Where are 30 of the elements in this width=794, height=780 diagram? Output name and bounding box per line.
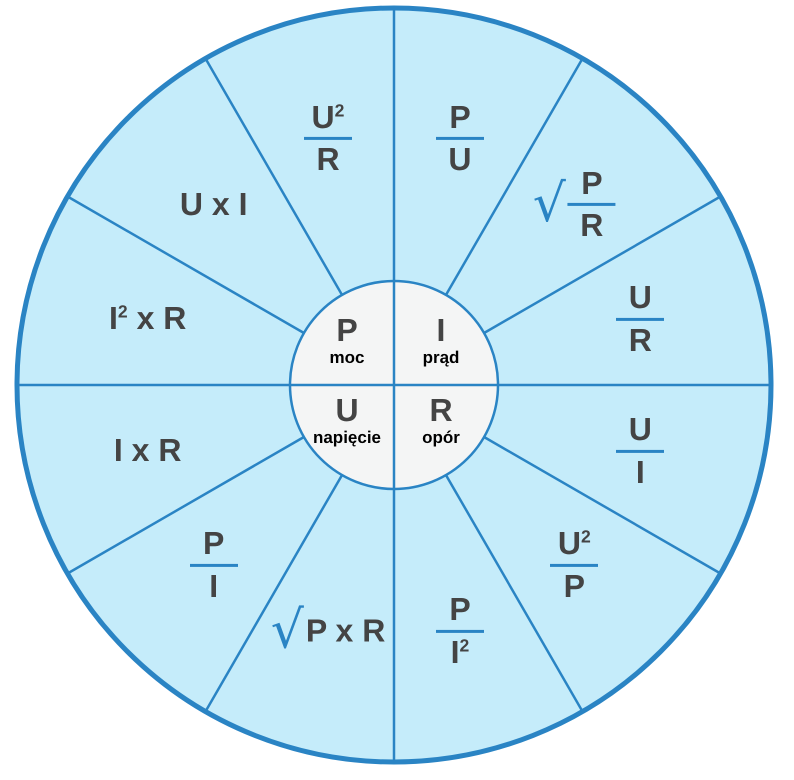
formula-denominator: P: [564, 570, 585, 604]
formula: P x R: [306, 614, 386, 648]
formula: U x I: [180, 188, 248, 222]
radical-sign: √: [532, 177, 566, 232]
quantity-symbol: I: [436, 313, 446, 348]
formula-numerator: P: [449, 100, 471, 134]
formula-denominator: I$^{2}$: [450, 636, 470, 670]
quantity-name: moc: [330, 348, 364, 368]
quantity-name: opór: [422, 428, 460, 448]
formula-denominator: R: [316, 143, 340, 177]
formula-numerator: U$^{2}$: [312, 100, 344, 134]
formula-denominator: I: [636, 455, 645, 490]
quantity-symbol: P: [336, 313, 358, 348]
radical-sign: √: [270, 604, 304, 659]
formula-denominator: I: [209, 570, 218, 604]
formula-denominator: U: [448, 143, 472, 177]
formula: I$^{2}$ x R: [109, 302, 186, 336]
formula-denominator: R: [580, 209, 604, 243]
quantity-name: napięcie: [312, 428, 382, 448]
formula-numerator: U: [628, 280, 652, 314]
quantity-symbol: R: [429, 393, 453, 428]
formula-denominator: R: [628, 324, 652, 358]
formula-numerator: P: [203, 527, 224, 561]
formula-numerator: P: [581, 166, 603, 200]
formula: I x R: [114, 434, 182, 468]
formula-numerator: P: [449, 593, 471, 627]
formula-numerator: U$^{2}$: [558, 527, 591, 561]
quantity-symbol: U: [335, 393, 359, 428]
quantity-name: prąd: [422, 348, 460, 368]
formula-numerator: U: [628, 412, 652, 446]
